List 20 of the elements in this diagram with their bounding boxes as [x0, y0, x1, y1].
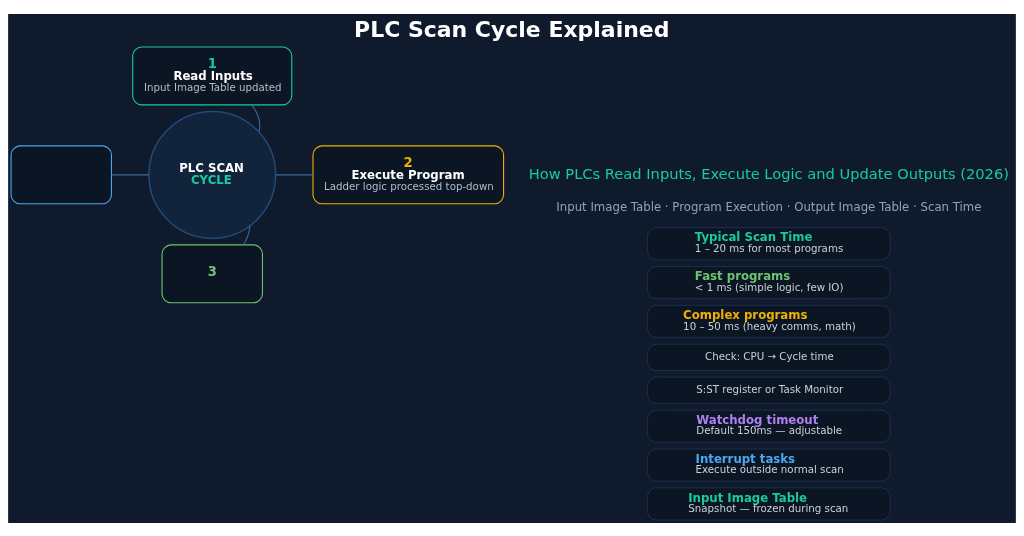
connector — [111, 173, 150, 175]
node-box: Check: CPU → Cycle time — [647, 343, 891, 371]
node-box: S:ST register or Task Monitor — [647, 376, 891, 404]
node-box: 2 Execute Program Ladder logic processed top-down — [312, 144, 505, 204]
node-circle: PLC SCAN CYCLE — [148, 110, 277, 239]
node-box — [10, 144, 112, 204]
node-box: 3 — [161, 243, 263, 303]
node-box: 1 Read Inputs Input Image Table updated — [132, 45, 293, 105]
connector — [242, 224, 251, 245]
node-box: Input Image Table Snapshot — frozen during scan — [647, 486, 891, 520]
label: How PLCs Read Inputs, Execute Logic and Update Outputs (2026) — [528, 164, 1009, 182]
diagram-title: PLC Scan Cycle Explained — [354, 16, 670, 42]
node-box: Fast programs < 1 ms (simple logic, few IO) — [647, 265, 891, 299]
connector — [275, 173, 314, 175]
node-box: Watchdog timeout Default 150ms — adjustable — [647, 409, 891, 443]
label: Input Image Table · Program Execution · Output Image Table · Scan Time — [556, 199, 982, 214]
node-box: Interrupt tasks Execute outside normal scan — [647, 448, 891, 482]
node-box: Typical Scan Time 1 – 20 ms for most programs — [647, 226, 891, 260]
node-box: Complex programs 10 – 50 ms (heavy comms, math) — [647, 304, 891, 338]
connector — [251, 104, 261, 132]
